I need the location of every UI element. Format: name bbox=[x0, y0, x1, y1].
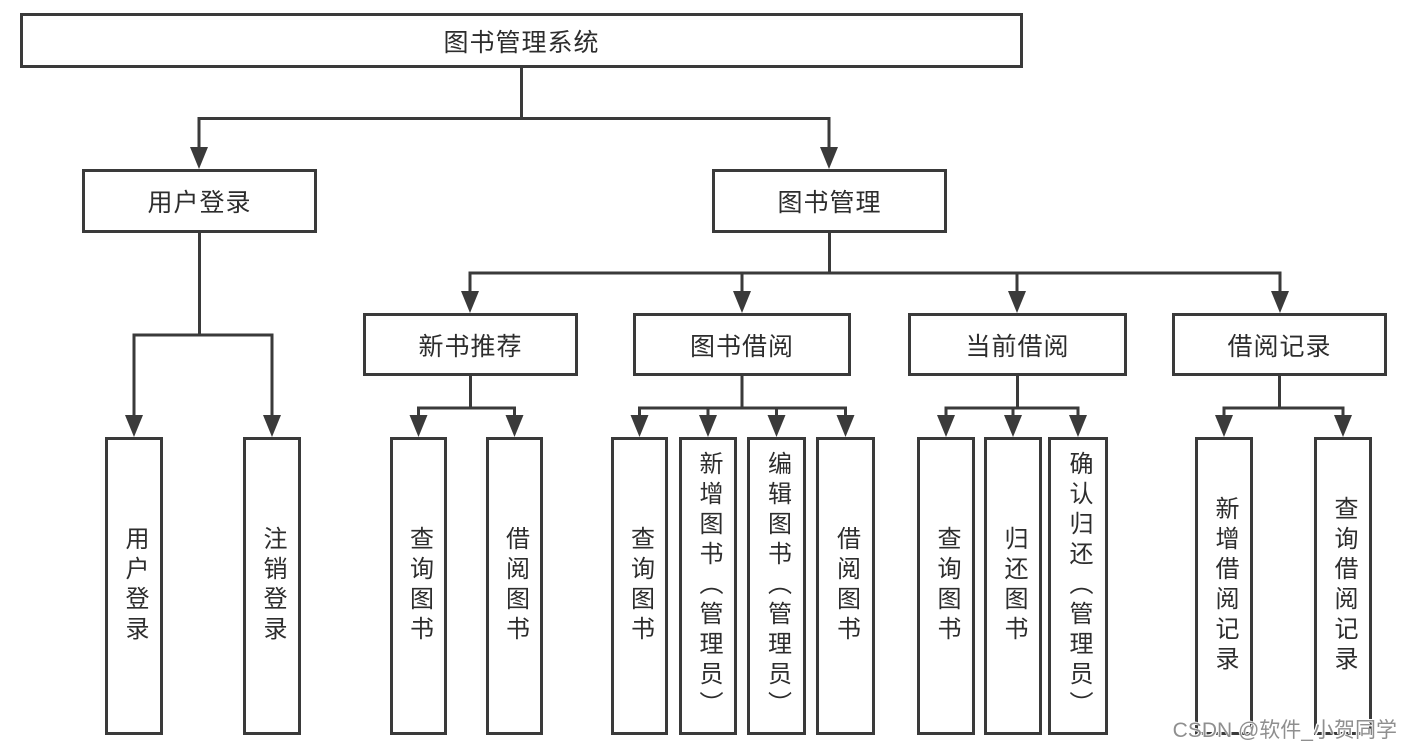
leaf-borrowing-borrow-books-label: 借阅图书 bbox=[832, 526, 860, 646]
leaf-logout: 注销登录 bbox=[243, 437, 301, 735]
node-user-login: 用户登录 bbox=[82, 169, 317, 233]
leaf-records-query-record-label: 查询借阅记录 bbox=[1330, 496, 1357, 676]
leaf-newbooks-borrow-books: 借阅图书 bbox=[486, 437, 543, 735]
leaf-current-confirm-return-admin-label: 确认归还（管理员） bbox=[1065, 451, 1092, 721]
leaf-newbooks-borrow-books-label: 借阅图书 bbox=[501, 526, 529, 646]
leaf-borrowing-add-books-admin: 新增图书（管理员） bbox=[679, 437, 737, 735]
leaf-current-query-books-label: 查询图书 bbox=[933, 526, 960, 646]
leaf-borrowing-edit-books-admin-label: 编辑图书（管理员） bbox=[763, 451, 791, 721]
leaf-current-confirm-return-admin: 确认归还（管理员） bbox=[1048, 437, 1108, 735]
node-current-borrowing: 当前借阅 bbox=[908, 313, 1127, 376]
leaf-current-return-books-label: 归还图书 bbox=[1000, 526, 1027, 646]
node-book-management-label: 图书管理 bbox=[777, 189, 882, 217]
leaf-records-query-record: 查询借阅记录 bbox=[1314, 437, 1372, 735]
leaf-newbooks-query-books: 查询图书 bbox=[390, 437, 447, 735]
node-root: 图书管理系统 bbox=[20, 13, 1023, 68]
leaf-borrowing-add-books-admin-label: 新增图书（管理员） bbox=[695, 451, 722, 721]
node-current-borrowing-label: 当前借阅 bbox=[965, 332, 1070, 361]
leaf-borrowing-query-books-label: 查询图书 bbox=[626, 526, 654, 646]
leaf-user-login-label: 用户登录 bbox=[121, 526, 148, 646]
node-borrow-records-label: 借阅记录 bbox=[1227, 332, 1332, 361]
node-book-borrowing-label: 图书借阅 bbox=[689, 332, 794, 361]
leaf-borrowing-edit-books-admin: 编辑图书（管理员） bbox=[747, 437, 806, 735]
node-new-book-recommend-label: 新书推荐 bbox=[418, 332, 523, 361]
node-root-label: 图书管理系统 bbox=[443, 28, 600, 57]
node-user-login-label: 用户登录 bbox=[147, 189, 252, 217]
leaf-borrowing-borrow-books: 借阅图书 bbox=[816, 437, 875, 735]
node-book-borrowing: 图书借阅 bbox=[633, 313, 851, 376]
leaf-logout-label: 注销登录 bbox=[259, 526, 286, 646]
node-new-book-recommend: 新书推荐 bbox=[363, 313, 578, 376]
node-book-management: 图书管理 bbox=[712, 169, 947, 233]
leaf-records-add-record-label: 新增借阅记录 bbox=[1211, 496, 1238, 676]
node-borrow-records: 借阅记录 bbox=[1172, 313, 1387, 376]
csdn-watermark: CSDN @软件_小贺同学 bbox=[1172, 719, 1397, 742]
leaf-current-query-books: 查询图书 bbox=[917, 437, 975, 735]
leaf-user-login: 用户登录 bbox=[105, 437, 163, 735]
leaf-records-add-record: 新增借阅记录 bbox=[1195, 437, 1253, 735]
leaf-newbooks-query-books-label: 查询图书 bbox=[405, 526, 433, 646]
leaf-borrowing-query-books: 查询图书 bbox=[611, 437, 668, 735]
leaf-current-return-books: 归还图书 bbox=[984, 437, 1042, 735]
